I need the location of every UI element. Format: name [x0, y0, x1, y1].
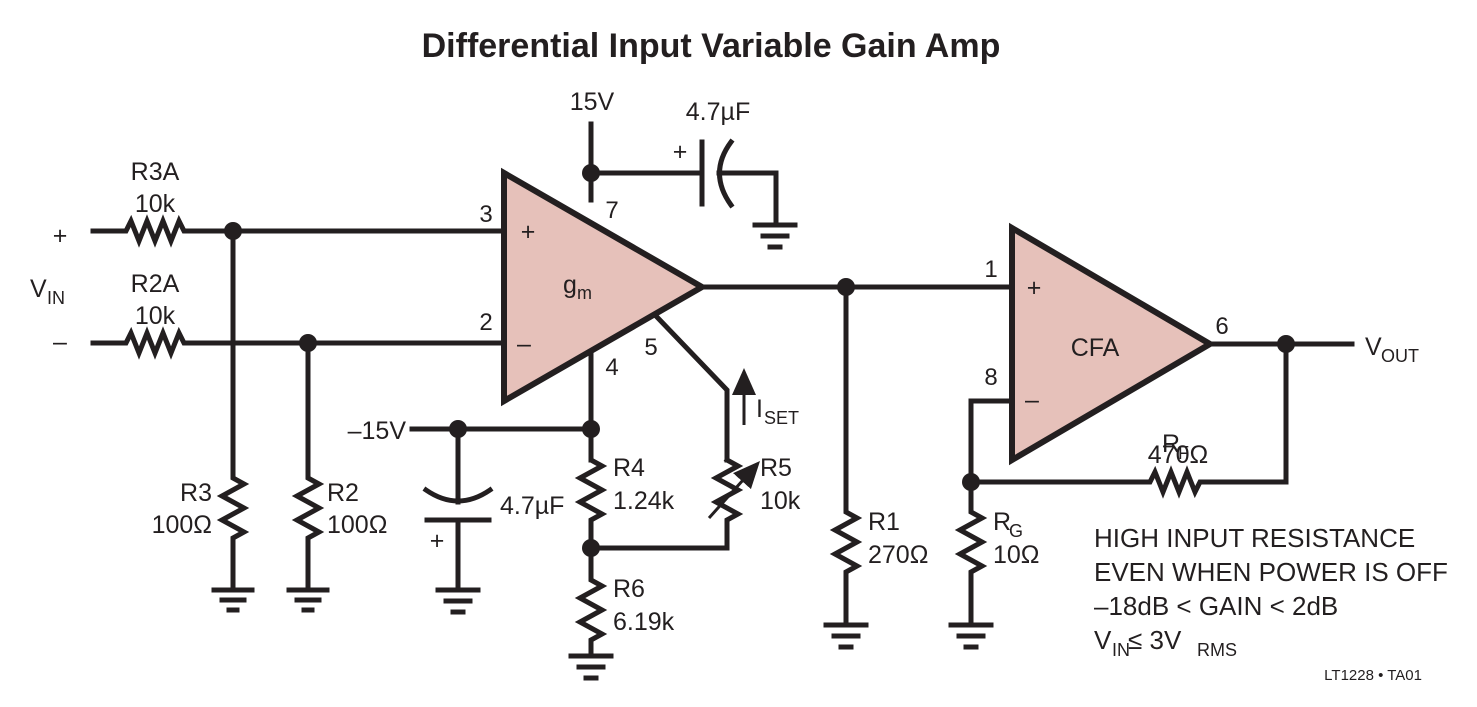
ground-icon [823, 622, 869, 650]
svg-text:V: V [1094, 625, 1112, 655]
r6-name: R6 [613, 575, 645, 603]
gm-amplifier [501, 167, 709, 407]
ground-icon [435, 587, 481, 615]
note-line-2: EVEN WHEN POWER IS OFF [1094, 557, 1448, 587]
r3a-resistor [90, 214, 503, 248]
pin-4-label: 4 [605, 354, 618, 381]
r5-name: R5 [760, 454, 792, 482]
r3a-value: 10k [135, 190, 176, 218]
r2-value: 100Ω [327, 511, 387, 539]
pin-7-label: 7 [605, 197, 618, 224]
svg-text:SET: SET [764, 408, 799, 428]
r3-value: 100Ω [152, 511, 212, 539]
r3-resistor [216, 228, 250, 593]
rg-name: R G [993, 508, 1023, 541]
pin-5-label: 5 [644, 334, 657, 361]
svg-text:V: V [30, 275, 47, 303]
c-bottom-value: 4.7µF [500, 492, 564, 520]
cfa-label: CFA [1071, 334, 1120, 362]
svg-text:g: g [563, 271, 577, 299]
supply-negative-label: –15V [348, 417, 407, 445]
r1-resistor [829, 284, 863, 628]
r2a-value: 10k [135, 302, 176, 330]
figure-id: LT1228 • TA01 [1324, 667, 1422, 684]
ground-icon [286, 587, 330, 613]
r3-name: R3 [180, 479, 212, 507]
r4-value: 1.24k [613, 487, 675, 515]
variable-arrow-icon [707, 461, 761, 520]
r3a-name: R3A [131, 158, 180, 186]
cfa-minus-sign: – [1025, 386, 1039, 414]
ground-icon [211, 587, 255, 613]
svg-text:I: I [756, 395, 763, 423]
input-plus-label: + [53, 222, 68, 250]
note-line-1: HIGH INPUT RESISTANCE [1094, 523, 1415, 553]
r4-resistor [574, 426, 608, 551]
c-top-polarity: + [673, 138, 688, 166]
pin-8-label: 8 [984, 364, 997, 391]
r1-value: 270Ω [868, 541, 928, 569]
pin-2-label: 2 [479, 309, 492, 336]
cfa-amplifier [1009, 222, 1216, 466]
svg-text:R: R [1162, 430, 1180, 458]
svg-text:IN: IN [47, 288, 65, 308]
svg-text:F: F [1178, 443, 1189, 463]
r5-resistor [588, 456, 744, 551]
r6-resistor [574, 545, 608, 659]
rf-resistor [968, 341, 1289, 499]
svg-text:RMS: RMS [1197, 640, 1237, 660]
r5-value: 10k [760, 487, 801, 515]
rf-name: R F [1162, 430, 1189, 463]
svg-text:G: G [1009, 521, 1023, 541]
gm-label: g m [563, 271, 592, 303]
c-bottom-polarity: + [430, 527, 445, 555]
c-top-value: 4.7µF [686, 98, 750, 126]
svg-text:IN: IN [1112, 640, 1130, 660]
gm-minus-sign: – [517, 330, 531, 358]
capacitor-bottom-curve [422, 486, 494, 504]
rg-value: 10Ω [993, 541, 1040, 569]
cfa-plus-sign: + [1027, 274, 1042, 302]
diagram-title: Differential Input Variable Gain Amp [422, 27, 1001, 65]
gm-plus-sign: + [521, 218, 536, 246]
ground-icon [568, 653, 614, 681]
input-minus-label: – [53, 328, 67, 356]
svg-text:V: V [1365, 333, 1382, 361]
svg-text:≤ 3V: ≤ 3V [1128, 625, 1182, 655]
svg-text:OUT: OUT [1381, 346, 1419, 366]
r2a-resistor [90, 326, 503, 360]
r2-resistor [291, 340, 325, 593]
rg-resistor [954, 479, 988, 628]
iset-label: I SET [756, 395, 799, 428]
r2-name: R2 [327, 479, 359, 507]
ground-icon [752, 222, 798, 250]
r2a-name: R2A [131, 270, 180, 298]
note-line-4: V IN ≤ 3V RMS [1094, 625, 1237, 660]
pin-1-label: 1 [984, 256, 997, 283]
ground-icon [948, 622, 994, 650]
r4-name: R4 [613, 454, 645, 482]
supply-positive-label: 15V [570, 88, 615, 116]
r6-value: 6.19k [613, 608, 675, 636]
svg-text:m: m [577, 283, 592, 303]
r1-name: R1 [868, 508, 900, 536]
vin-label: V IN [30, 275, 65, 308]
vout-label: V OUT [1365, 333, 1419, 366]
note-line-3: –18dB < GAIN < 2dB [1094, 591, 1338, 621]
pin-3-label: 3 [479, 201, 492, 228]
pin-6-label: 6 [1215, 313, 1228, 340]
svg-text:R: R [993, 508, 1011, 536]
